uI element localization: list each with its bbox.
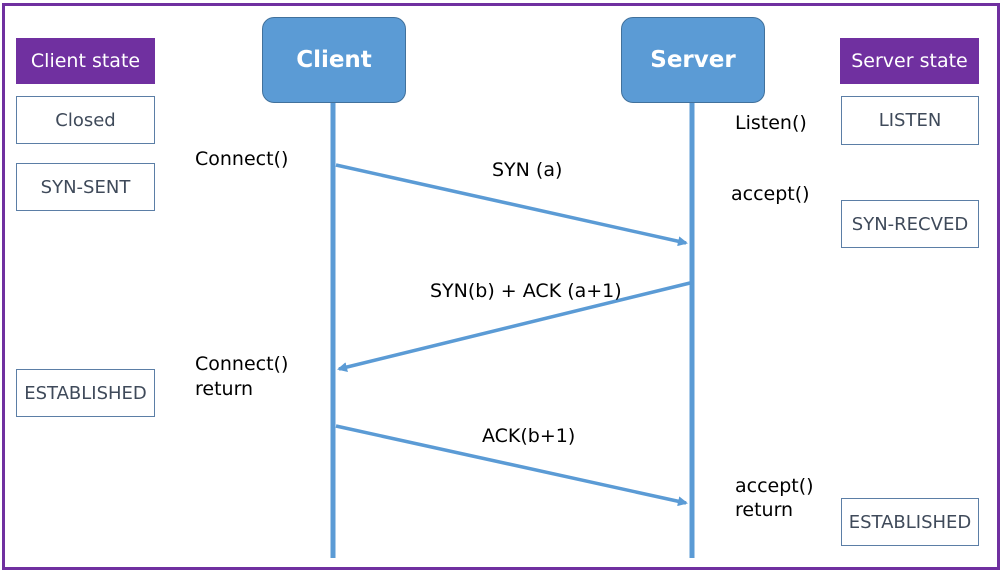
ack-message-label: ACK(b+1) xyxy=(482,425,576,447)
syn-arrow xyxy=(335,163,688,247)
client-state-closed: Closed xyxy=(16,96,155,144)
client-actor: Client xyxy=(262,17,406,103)
server-accept-return-label-line2: return xyxy=(735,499,794,521)
client-connect-return-label-line2: return xyxy=(195,378,254,400)
syn-ack-message-label: SYN(b) + ACK (a+1) xyxy=(430,280,622,302)
diagram-frame xyxy=(2,3,1000,570)
server-listen-label: Listen() xyxy=(735,112,807,134)
server-state-syn-recved: SYN-RECVED xyxy=(841,200,979,248)
client-connect-label: Connect() xyxy=(195,148,289,170)
server-state-header: Server state xyxy=(840,38,979,84)
client-state-established: ESTABLISHED xyxy=(16,369,155,417)
client-state-syn-sent: SYN-SENT xyxy=(16,163,155,211)
ack-arrow xyxy=(335,424,688,507)
server-accept-return-label-line1: accept() xyxy=(735,475,814,497)
server-state-listen: LISTEN xyxy=(841,96,979,145)
client-state-header: Client state xyxy=(16,38,155,84)
server-state-established: ESTABLISHED xyxy=(841,498,979,546)
server-accept-label: accept() xyxy=(731,183,810,205)
syn-message-label: SYN (a) xyxy=(492,159,563,181)
client-connect-return-label-line1: Connect() xyxy=(195,353,289,375)
server-actor: Server xyxy=(621,17,765,103)
syn-ack-arrow xyxy=(337,281,691,372)
